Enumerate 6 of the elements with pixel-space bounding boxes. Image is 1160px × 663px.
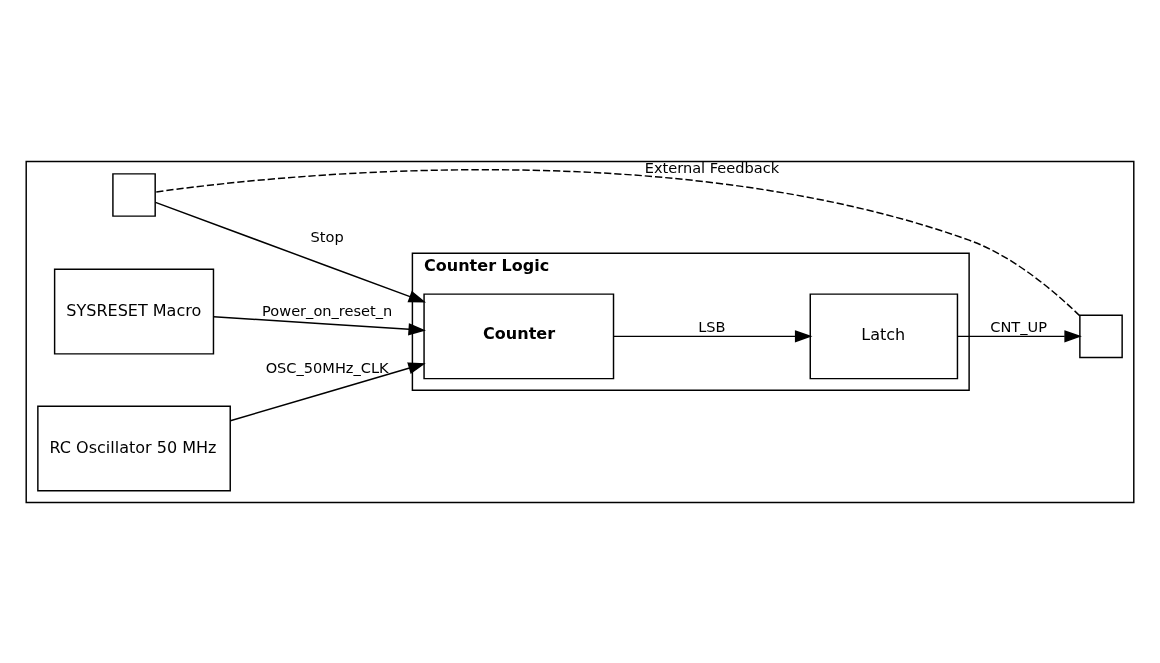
edge-label: OSC_50MHz_CLK <box>265 358 389 376</box>
edge-label: External Feedback <box>644 158 780 176</box>
edge-label: Power_on_reset_n <box>262 301 393 319</box>
edge-label: LSB <box>698 317 726 335</box>
edge-label: CNT_UP <box>990 317 1048 335</box>
edge-label: Stop <box>310 227 344 245</box>
